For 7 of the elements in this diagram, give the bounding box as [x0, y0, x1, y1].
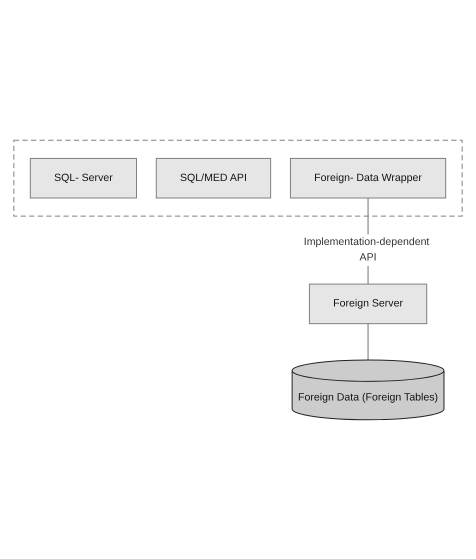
node-box: SQL/MED API: [156, 157, 272, 198]
connector: [368, 322, 369, 360]
node-box: Foreign- Data Wrapper: [290, 157, 446, 198]
node-box: Foreign Server: [308, 283, 428, 324]
node-box: SQL- Server: [30, 157, 137, 198]
edge-label: Implementation-dependent API: [304, 236, 430, 263]
cluster: [13, 139, 463, 216]
